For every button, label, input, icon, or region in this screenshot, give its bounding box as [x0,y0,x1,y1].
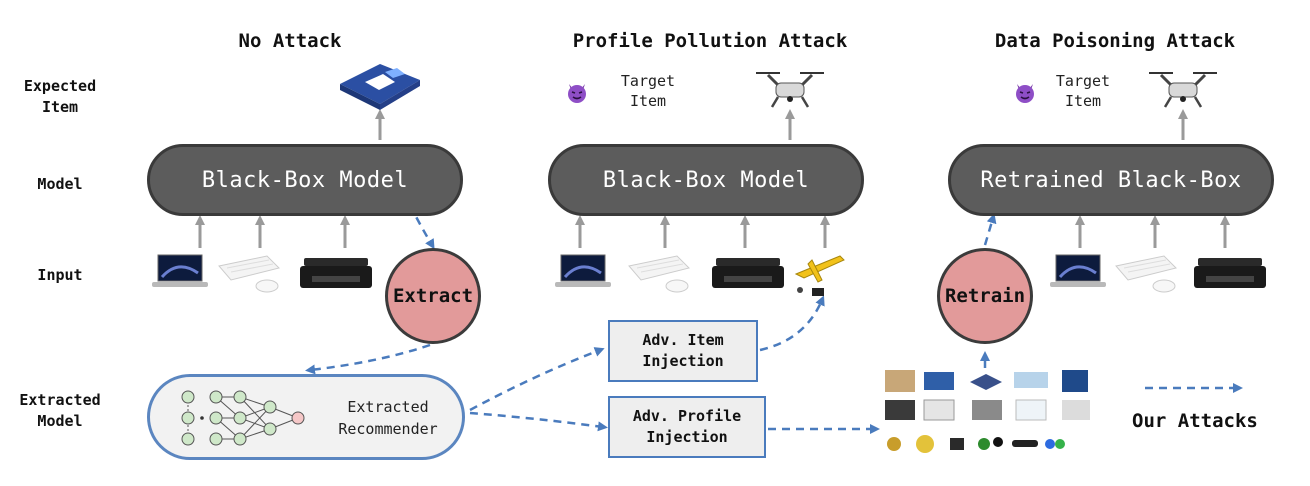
keyboard-mouse-icon [218,255,280,293]
drone-icon [1149,72,1217,108]
devil-emoji-icon [568,84,586,103]
title-profile-pollution: Profile Pollution Attack [572,30,848,52]
printer-icon [300,258,372,288]
extract-circle: Extract [385,248,481,344]
keyboard-mouse-icon [628,255,690,293]
keyboard-mouse-icon [1115,255,1177,293]
laptop-icon [152,254,208,287]
rc-airplane-icon [794,255,845,296]
drone-icon [756,72,824,108]
row-label-input: Input [37,266,83,284]
title-no-attack: No Attack [238,30,342,52]
input-arrows [195,109,1230,248]
adv-profile-injection-box: Adv. Profile Injection [608,396,766,458]
extracted-model-box: Extracted Recommender [147,374,465,460]
retrain-circle: Retrain [937,248,1033,344]
legend-our-attacks: Our Attacks [1132,410,1258,432]
row-label-model: Model [37,175,83,193]
target-item-label-1: Target Item [620,72,676,110]
printer-icon [712,258,784,288]
poisoned-products-collage [885,370,1090,453]
devil-emoji-icon [1016,84,1034,103]
neural-network-icon [181,390,305,446]
row-label-extracted-model: Extracted Model [19,391,101,430]
laptop-icon [555,254,611,287]
retrained-black-box-model: Retrained Black-Box [948,144,1274,216]
title-data-poisoning: Data Poisoning Attack [994,30,1236,52]
row-label-expected-item: Expected Item [23,77,97,116]
black-box-model-2: Black-Box Model [548,144,864,216]
printer-icon [1194,258,1266,288]
adv-item-injection-box: Adv. Item Injection [608,320,758,382]
black-box-model-1: Black-Box Model [147,144,463,216]
target-item-label-2: Target Item [1055,72,1111,110]
extracted-recommender-label: Extracted Recommender [338,398,438,438]
laptop-icon [1050,254,1106,287]
paper-ream-icon [340,64,420,110]
